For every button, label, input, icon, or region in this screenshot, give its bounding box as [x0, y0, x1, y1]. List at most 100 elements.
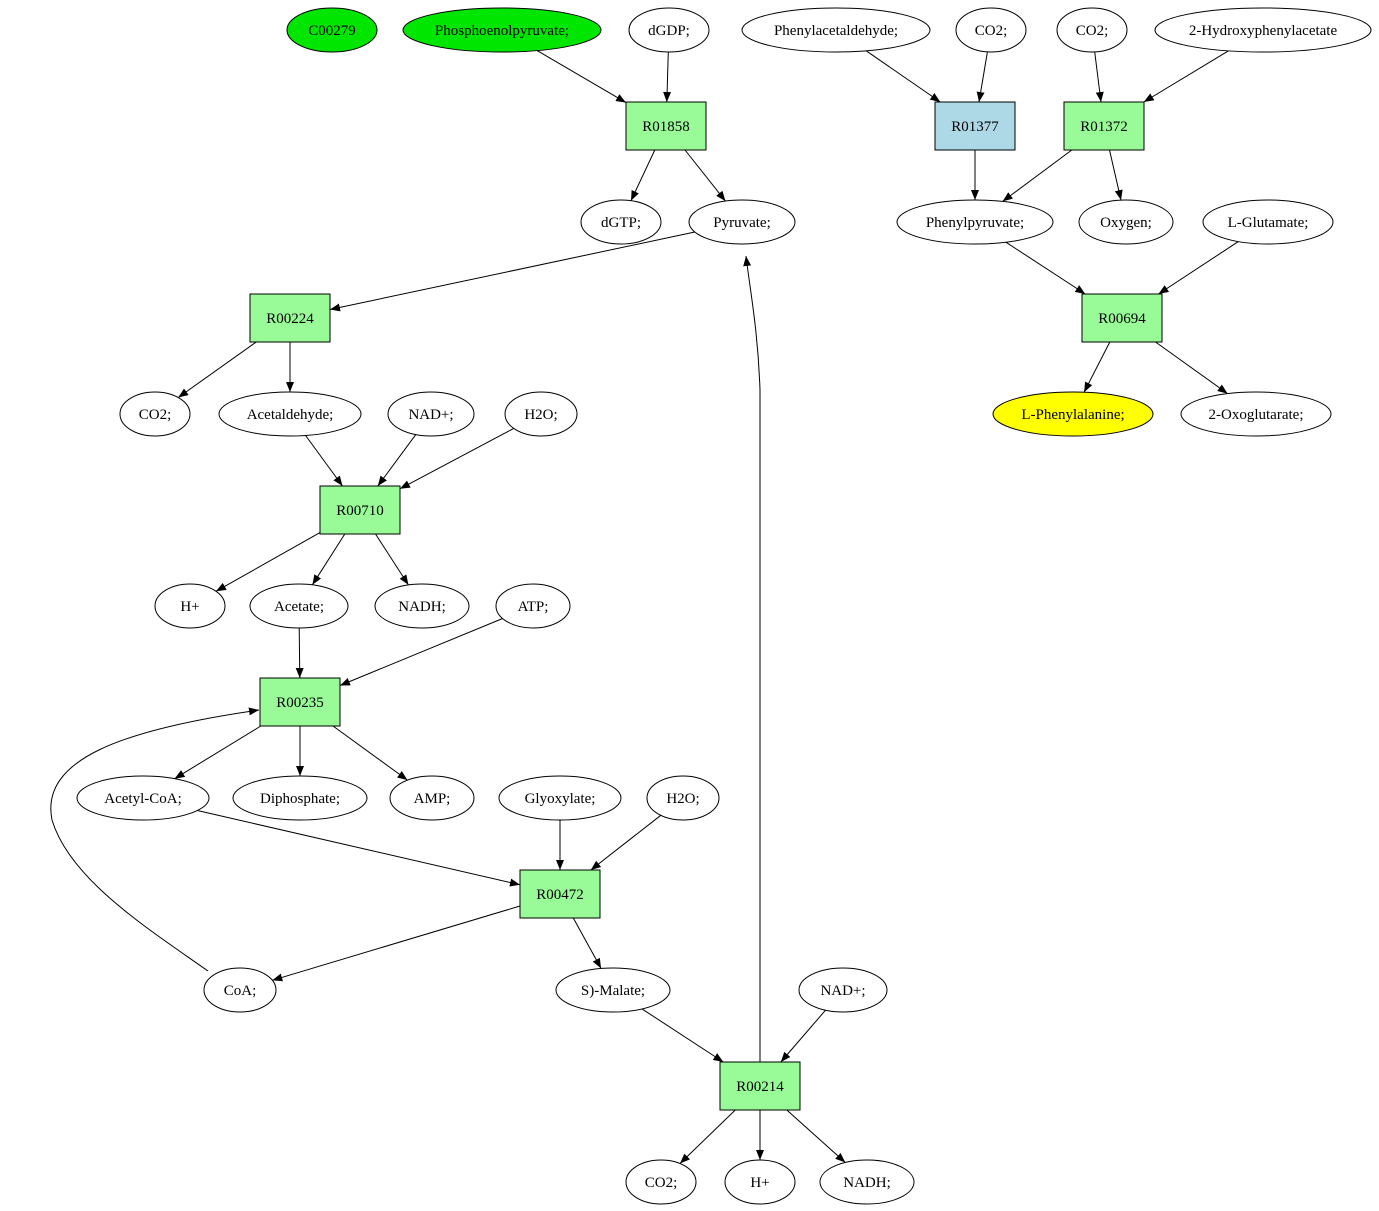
compound-node-c-glyoxylate[interactable]: Glyoxylate; — [498, 775, 622, 821]
reaction-node-r-r00224[interactable]: R00224 — [249, 293, 331, 343]
compound-node-c-nadp-b[interactable]: NAD+; — [798, 967, 888, 1013]
compound-label: CoA; — [224, 983, 257, 999]
compound-node-c-pyruvate[interactable]: Pyruvate; — [688, 199, 796, 245]
compound-node-c-co2-d[interactable]: CO2; — [625, 1159, 697, 1205]
compound-ellipse — [580, 199, 662, 245]
reaction-label: R00694 — [1098, 311, 1146, 327]
compound-node-c-hplus-b[interactable]: H+ — [724, 1159, 796, 1205]
reaction-node-r-r01377[interactable]: R01377 — [934, 101, 1016, 151]
compound-node-c-diphosphate[interactable]: Diphosphate; — [232, 775, 368, 821]
compound-node-c-glutamate[interactable]: L-Glutamate; — [1202, 199, 1334, 245]
compound-node-c-acetaldehyde[interactable]: Acetaldehyde; — [218, 391, 362, 437]
compound-ellipse — [741, 7, 931, 53]
compound-node-c-acetylcoa[interactable]: Acetyl-CoA; — [76, 775, 210, 821]
edge-r-r01858-to-c-pyruvate — [684, 149, 726, 202]
compound-node-c-amp[interactable]: AMP; — [389, 775, 475, 821]
edge-c-hydroxyphenylacetate-to-r-r01372 — [1143, 50, 1229, 103]
reaction-label: R00710 — [336, 503, 384, 519]
nodes-layer: C00279 Phosphoenolpyruvate; dGDP; Phenylace… — [76, 7, 1372, 1205]
reaction-label: R00472 — [536, 887, 584, 903]
reaction-node-r-r00235[interactable]: R00235 — [259, 677, 341, 727]
reaction-node-r-r00214[interactable]: R00214 — [719, 1061, 801, 1111]
compound-label: Diphosphate; — [260, 791, 340, 807]
reaction-label: R01377 — [951, 119, 999, 135]
compound-node-c-co2-c[interactable]: CO2; — [119, 391, 191, 437]
reaction-node-r-r00472[interactable]: R00472 — [519, 869, 601, 919]
reaction-node-r-r00710[interactable]: R00710 — [319, 485, 401, 535]
compound-ellipse — [402, 7, 602, 53]
reaction-box — [319, 485, 401, 535]
compound-node-c-co2-a[interactable]: CO2; — [955, 7, 1027, 53]
compound-node-c-pep[interactable]: Phosphoenolpyruvate; — [402, 7, 602, 53]
compound-node-c-c00279[interactable]: C00279 — [286, 7, 378, 53]
compound-label: AMP; — [414, 791, 451, 807]
compound-node-c-dgtp[interactable]: dGTP; — [580, 199, 662, 245]
compound-ellipse — [724, 1159, 796, 1205]
compound-ellipse — [203, 967, 277, 1013]
compound-node-c-oxygen[interactable]: Oxygen; — [1078, 199, 1174, 245]
reaction-box — [1081, 293, 1163, 343]
compound-label: L-Phenylalanine; — [1021, 407, 1124, 423]
edge-c-malate-to-r-r00214 — [641, 1008, 724, 1063]
compound-ellipse — [1078, 199, 1174, 245]
compound-node-c-nadh-a[interactable]: NADH; — [374, 583, 470, 629]
compound-node-c-phenylacetaldehyde[interactable]: Phenylacetaldehyde; — [741, 7, 931, 53]
reaction-node-r-r01858[interactable]: R01858 — [625, 101, 707, 151]
reaction-box — [249, 293, 331, 343]
compound-node-c-co2-b[interactable]: CO2; — [1056, 7, 1128, 53]
edges-layer — [50, 50, 1239, 1164]
compound-label: Phenylpyruvate; — [926, 215, 1024, 231]
compound-node-c-malate[interactable]: S)-Malate; — [555, 967, 671, 1013]
reaction-box — [259, 677, 341, 727]
compound-label: dGTP; — [601, 215, 641, 231]
compound-label: C00279 — [308, 23, 356, 39]
edge-c-pyruvate-to-r-r00224 — [329, 231, 695, 312]
compound-ellipse — [76, 775, 210, 821]
compound-label: Acetyl-CoA; — [104, 791, 181, 807]
reaction-box — [934, 101, 1016, 151]
compound-label: Acetaldehyde; — [247, 407, 334, 423]
compound-label: H+ — [180, 599, 199, 615]
reaction-node-r-r00694[interactable]: R00694 — [1081, 293, 1163, 343]
compound-ellipse — [389, 775, 475, 821]
reaction-label: R00235 — [276, 695, 324, 711]
compound-node-c-nadp-a[interactable]: NAD+; — [387, 391, 475, 437]
compound-node-c-h2o-b[interactable]: H2O; — [646, 775, 720, 821]
compound-ellipse — [628, 7, 710, 53]
edge-r-r00235-to-c-acetylcoa — [174, 725, 262, 780]
edge-c-pep-to-r-r01858 — [536, 50, 627, 104]
compound-label: 2-Oxoglutarate; — [1209, 407, 1304, 423]
compound-node-c-dgdp[interactable]: dGDP; — [628, 7, 710, 53]
compound-label: Acetate; — [274, 599, 324, 615]
compound-node-c-h2o-a[interactable]: H2O; — [504, 391, 578, 437]
edge-r-r01372-to-c-oxygen — [1109, 149, 1123, 201]
compound-label: CO2; — [139, 407, 172, 423]
compound-label: ATP; — [518, 599, 549, 615]
reaction-node-r-r01372[interactable]: R01372 — [1063, 101, 1145, 151]
edge-r-r00472-to-c-coa — [272, 905, 521, 982]
compound-ellipse — [896, 199, 1054, 245]
compound-node-c-phenylpyruvate[interactable]: Phenylpyruvate; — [896, 199, 1054, 245]
compound-node-c-acetate[interactable]: Acetate; — [249, 583, 349, 629]
reaction-label: R01372 — [1080, 119, 1128, 135]
edge-r-r00224-to-c-co2-c — [177, 341, 257, 398]
compound-node-c-phenylalanine[interactable]: L-Phenylalanine; — [992, 391, 1154, 437]
compound-label: Pyruvate; — [713, 215, 771, 231]
compound-ellipse — [555, 967, 671, 1013]
compound-node-c-atp[interactable]: ATP; — [495, 583, 571, 629]
reaction-box — [625, 101, 707, 151]
compound-label: CO2; — [1076, 23, 1109, 39]
compound-node-c-hydroxyphenylacetate[interactable]: 2-Hydroxyphenylacetate — [1154, 7, 1372, 53]
compound-node-c-nadh-b[interactable]: NADH; — [819, 1159, 915, 1205]
compound-label: CO2; — [645, 1175, 678, 1191]
reaction-box — [519, 869, 601, 919]
compound-node-c-oxoglutarate[interactable]: 2-Oxoglutarate; — [1180, 391, 1332, 437]
edge-c-glutamate-to-r-r00694 — [1158, 241, 1239, 295]
compound-label: H2O; — [666, 791, 699, 807]
compound-ellipse — [154, 583, 226, 629]
compound-node-c-coa[interactable]: CoA; — [203, 967, 277, 1013]
compound-node-c-hplus-a[interactable]: H+ — [154, 583, 226, 629]
edge-r-r00214-to-c-co2-d — [679, 1109, 736, 1164]
compound-ellipse — [218, 391, 362, 437]
